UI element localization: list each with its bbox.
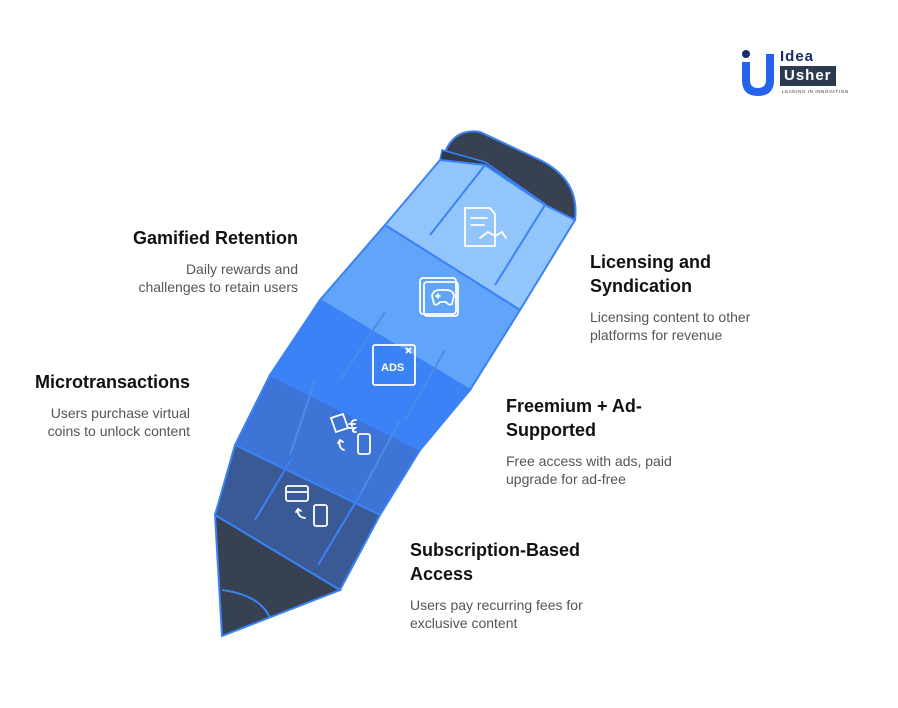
microtransactions-description: Users purchase virtual coins to unlock c… [47, 405, 190, 439]
licensing-description: Licensing content to other platforms for… [590, 309, 751, 343]
brand-logo: Idea Usher LEADING IN INNOVATION [738, 46, 862, 98]
ads-icon [372, 344, 416, 386]
label-freemium: Freemium + Ad- Supported Free access wit… [506, 394, 726, 488]
card-payment-icon [285, 485, 328, 527]
pencil-eraser [443, 130, 577, 222]
gamepad-icon [419, 277, 459, 317]
freemium-description: Free access with ads, paid upgrade for a… [506, 453, 672, 487]
gamified-title: Gamified Retention [132, 228, 298, 248]
logo-text-idea: Idea [780, 48, 815, 65]
gamified-description: Daily rewards and challenges to retain u… [138, 261, 298, 295]
pencil-tip [213, 513, 343, 638]
logo-mark-icon [742, 50, 774, 96]
licensing-title: Licensing and Syndication [590, 252, 712, 296]
handshake-contract-icon [464, 207, 507, 247]
label-subscription: Subscription-Based Access Users pay recu… [410, 538, 640, 632]
freemium-title: Freemium + Ad- Supported [506, 396, 642, 440]
logo-text-usher: Usher [780, 66, 836, 86]
label-licensing: Licensing and Syndication Licensing cont… [590, 250, 810, 344]
subscription-title: Subscription-Based Access [410, 540, 581, 584]
microtransactions-title: Microtransactions [34, 372, 190, 392]
coin-exchange-icon [329, 412, 371, 455]
label-gamified: Gamified Retention Daily rewards and cha… [60, 226, 298, 296]
logo-tagline: LEADING IN INNOVATION [782, 89, 849, 94]
ads-icon-text: ADS [381, 362, 404, 374]
subscription-description: Users pay recurring fees for exclusive c… [410, 597, 583, 631]
label-microtransactions: Microtransactions Users purchase virtual… [10, 370, 190, 440]
